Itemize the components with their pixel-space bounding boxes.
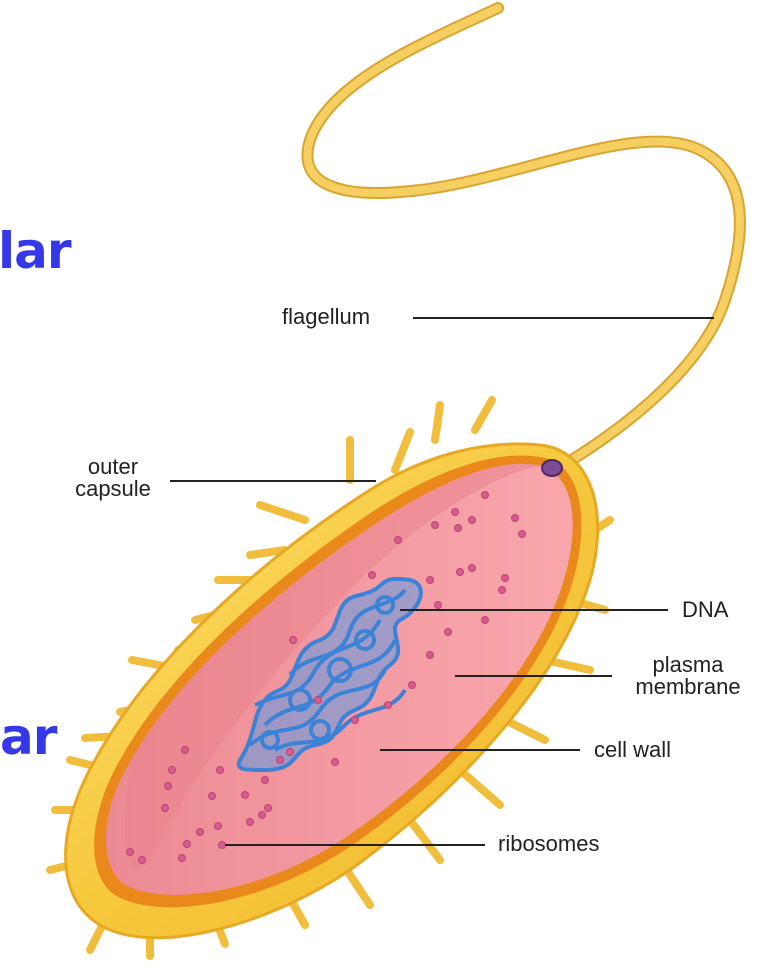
basal-body: [542, 460, 562, 476]
label-outer-capsule-line2: capsule: [58, 478, 168, 500]
label-dna: DNA: [682, 599, 728, 621]
label-plasma-membrane-line1: plasma: [614, 654, 762, 676]
label-flagellum: flagellum: [282, 306, 370, 328]
flagellum: [307, 8, 740, 472]
label-plasma-membrane-line2: membrane: [614, 676, 762, 698]
label-ribosomes: ribosomes: [498, 833, 599, 855]
label-plasma-membrane: plasma membrane: [614, 654, 762, 698]
label-outer-capsule-line1: outer: [58, 456, 168, 478]
label-outer-capsule: outer capsule: [58, 456, 168, 500]
label-cell-wall: cell wall: [594, 739, 671, 761]
